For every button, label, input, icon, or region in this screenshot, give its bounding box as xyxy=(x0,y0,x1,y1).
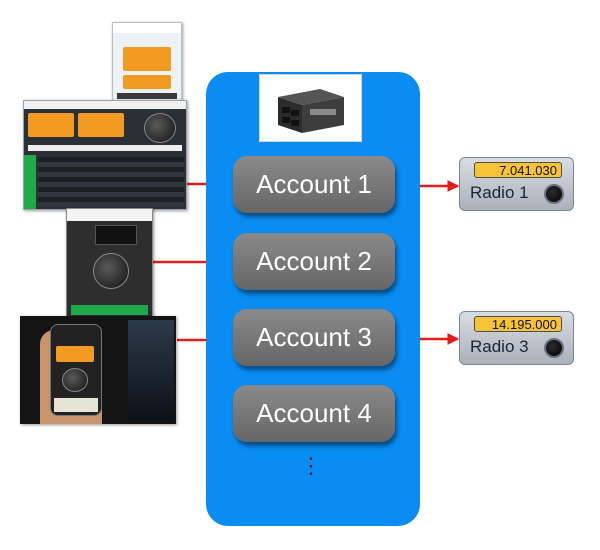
radio-1-label: Radio 1 xyxy=(470,183,529,202)
radio-1-knob-icon xyxy=(544,184,564,204)
desktop-app-screenshot-icon xyxy=(23,100,187,210)
more-accounts-ellipsis: ⋮ xyxy=(300,453,322,478)
radio-1-widget: 7.041.030 Radio 1 xyxy=(459,157,574,211)
station-server-box-graphic xyxy=(278,89,344,133)
account-3-box: Account 3 xyxy=(233,309,395,366)
account-1-box: Account 1 xyxy=(233,156,395,213)
radio-1-frequency: 7.041.030 xyxy=(474,162,562,178)
account-2-box: Account 2 xyxy=(233,233,395,290)
radio-3-widget: 14.195.000 Radio 3 xyxy=(459,311,574,365)
radio-3-knob-icon xyxy=(544,338,564,358)
radio-3-frequency: 14.195.000 xyxy=(474,316,562,332)
station-server-box-icon xyxy=(259,74,362,142)
iphone-in-hand-photo-icon xyxy=(20,316,176,424)
radio-3-label: Radio 3 xyxy=(470,337,529,356)
remote-server-panel xyxy=(206,72,420,526)
account-4-box: Account 4 xyxy=(233,385,395,442)
tablet-app-screenshot-icon xyxy=(66,208,153,320)
